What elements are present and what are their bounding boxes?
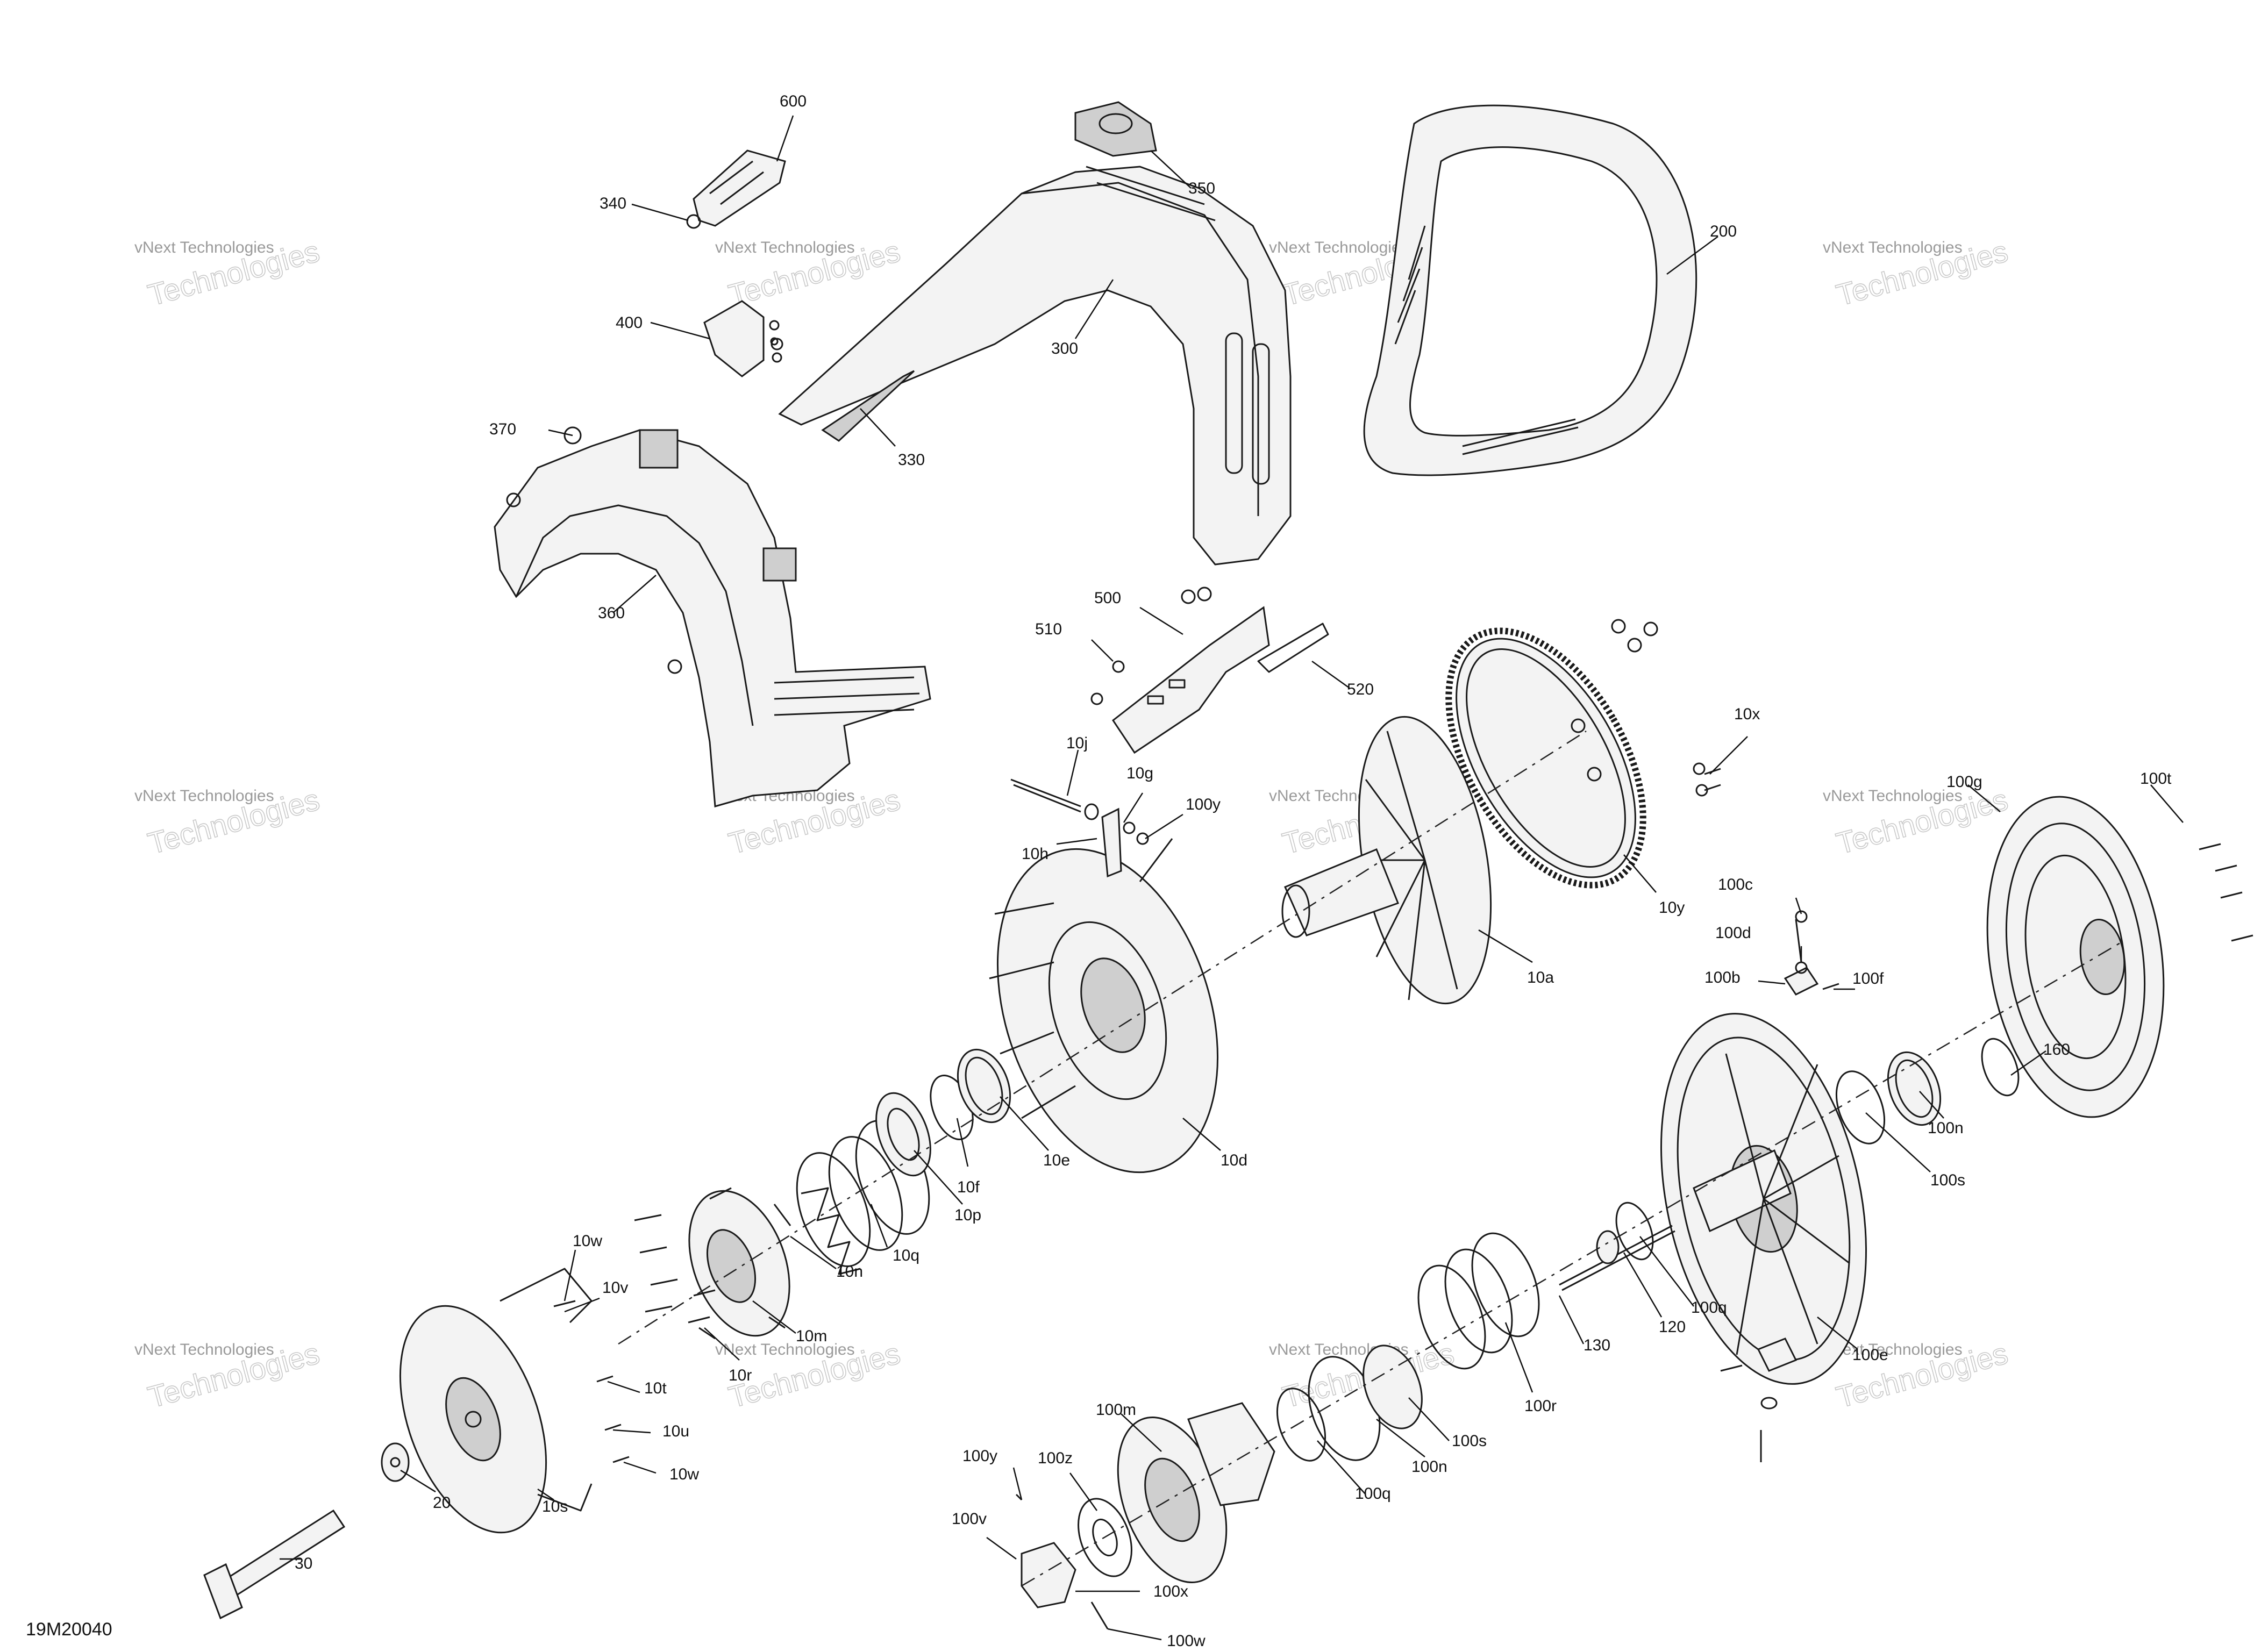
callout-label: 10f xyxy=(957,1178,980,1196)
watermark-text: vNext Technologies xyxy=(715,239,855,256)
roller-pins-10j xyxy=(1010,778,1149,878)
callout-label: 10w xyxy=(573,1232,602,1250)
ring-gear-10y xyxy=(1445,619,1708,889)
belt-guard-rear-300 xyxy=(778,101,1292,566)
spring-10n xyxy=(796,1120,930,1275)
callout-label: 100s xyxy=(1930,1171,1965,1189)
callout-label: 360 xyxy=(598,604,625,622)
callout-label: 10y xyxy=(1659,899,1685,917)
fixed-sheave-10a xyxy=(1281,716,1492,1005)
callout-label: 30 xyxy=(295,1555,312,1572)
callout-label: 10n xyxy=(836,1263,863,1281)
callout-label: 100y xyxy=(1186,796,1221,813)
callout-label: 10w xyxy=(669,1465,699,1483)
drive-belt-200 xyxy=(1363,104,1697,476)
bushings-100b-100c xyxy=(1784,910,1839,996)
callout-label: 100x xyxy=(1153,1583,1188,1600)
callout-label: 160 xyxy=(2043,1041,2070,1059)
callout-label: 100c xyxy=(1718,876,1753,893)
callout-label: 100y xyxy=(962,1447,997,1465)
small-pins-left xyxy=(553,1214,716,1463)
cam-100m xyxy=(1117,1345,1423,1583)
callout-label: 100b xyxy=(1704,969,1741,986)
callout-label: 100z xyxy=(1038,1449,1073,1467)
callout-label: 370 xyxy=(489,420,516,438)
callout-label: 500 xyxy=(1094,589,1121,607)
callout-label: 10x xyxy=(1734,705,1760,723)
callout-label: 10q xyxy=(893,1247,919,1264)
watermark-text: vNext Technologies xyxy=(1269,239,1409,256)
callout-label: 330 xyxy=(898,451,925,469)
callout-label: 100f xyxy=(1852,970,1884,988)
fixed-sheave-100g xyxy=(1986,796,2253,1118)
callout-label: 100g xyxy=(1946,773,1982,791)
callout-label: 10e xyxy=(1043,1152,1070,1169)
callout-label: 10m xyxy=(796,1327,827,1345)
callout-label: 340 xyxy=(600,195,626,212)
callout-label: 10j xyxy=(1066,734,1088,752)
moveable-sheave-100e xyxy=(1660,1013,1867,1385)
spider-10m xyxy=(688,1187,791,1340)
callout-label: 10s xyxy=(542,1498,568,1515)
callout-label: 100e xyxy=(1852,1346,1888,1364)
callout-label: 100w xyxy=(1167,1632,1206,1650)
brackets-600-400 xyxy=(506,149,786,507)
callout-label: 400 xyxy=(616,314,643,332)
callout-label: 100v xyxy=(952,1510,987,1528)
watermark-text: vNext Technologies xyxy=(1823,239,1963,256)
callout-label: 100r xyxy=(1524,1397,1557,1415)
belt-guard-front-360 xyxy=(494,429,931,807)
callout-label: 100n xyxy=(1411,1458,1447,1476)
callout-label: 100n xyxy=(1928,1119,1964,1137)
watermark-text: vNext Technologies xyxy=(134,787,274,805)
callout-label: 10g xyxy=(1126,764,1153,782)
callout-label: 10d xyxy=(1221,1152,1247,1169)
cover-10s xyxy=(399,1268,593,1534)
driven-axis xyxy=(1021,940,2124,1587)
callout-label: 600 xyxy=(780,92,807,110)
ring-10f-10e xyxy=(930,1048,1011,1140)
callout-labels: 600 340 350 200 300 400 370 330 360 500 … xyxy=(295,92,2172,1650)
callout-label: 100t xyxy=(2140,770,2172,788)
callout-label: 10p xyxy=(954,1206,981,1224)
callout-label: 10v xyxy=(602,1279,628,1297)
bolt-30-washer-20 xyxy=(203,1442,410,1620)
callout-label: 20 xyxy=(433,1494,451,1512)
callout-label: 100d xyxy=(1715,924,1751,942)
callout-label: 130 xyxy=(1584,1336,1610,1354)
callout-label: 120 xyxy=(1659,1318,1686,1336)
rings-100n-100s-160 xyxy=(1835,1038,2020,1145)
leader-lines xyxy=(280,115,2184,1641)
callout-label: 300 xyxy=(1051,340,1078,357)
callout-label: 520 xyxy=(1347,681,1374,698)
callout-label: 10r xyxy=(729,1367,752,1384)
callout-label: 10a xyxy=(1527,969,1554,986)
callout-label: 100q xyxy=(1691,1299,1727,1317)
callout-label: 100m xyxy=(1096,1401,1136,1419)
callout-label: 510 xyxy=(1035,620,1062,638)
callout-label: 100q xyxy=(1355,1485,1391,1503)
drive-axis xyxy=(618,730,1587,1345)
washer-100z-100v xyxy=(1015,1493,1132,1629)
callout-label: 10t xyxy=(644,1379,667,1397)
callout-label: 10u xyxy=(662,1422,689,1440)
watermark-text: vNext Technologies xyxy=(134,239,274,256)
callout-label: 100s xyxy=(1452,1432,1487,1450)
mount-plate-500 xyxy=(1090,587,1329,754)
watermark-text: vNext Technologies xyxy=(1823,787,1963,805)
callout-label: 10h xyxy=(1022,845,1049,863)
callout-label: 200 xyxy=(1710,223,1737,240)
watermark-text: vNext Technologies xyxy=(134,1341,274,1358)
watermark-text: vNext Technologies xyxy=(715,1341,855,1358)
drawing-number: 19M20040 xyxy=(26,1619,112,1640)
moveable-sheave-10d xyxy=(989,838,1219,1174)
callout-label: 350 xyxy=(1188,180,1215,197)
